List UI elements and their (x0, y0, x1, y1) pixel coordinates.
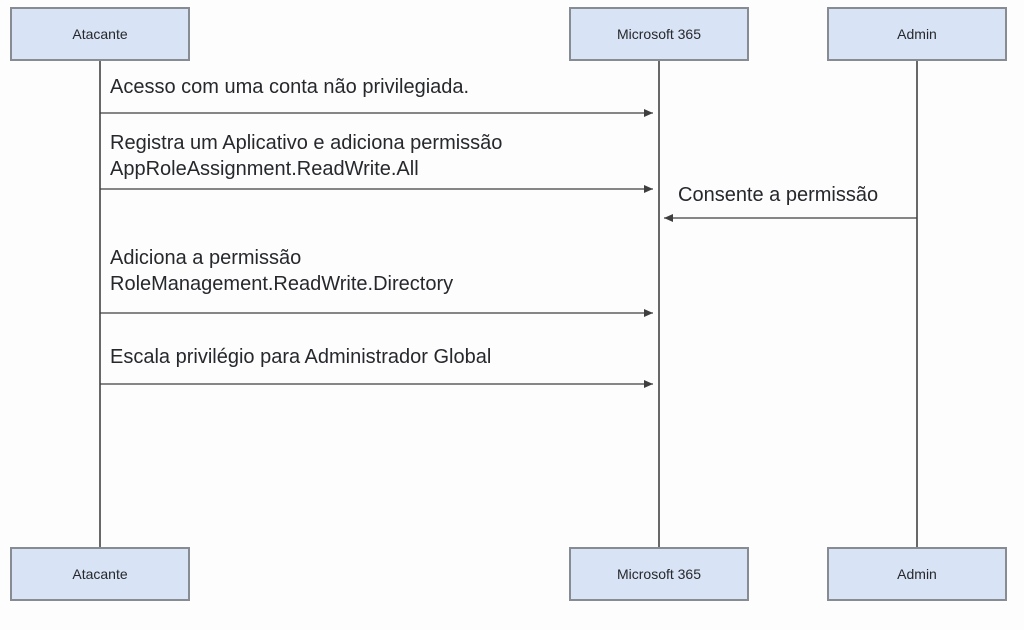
message-label-1: Acesso com uma conta não privilegiada. (110, 74, 469, 100)
actor-label-microsoft365: Microsoft 365 (616, 26, 702, 42)
actor-label-atacante-bottom: Atacante (72, 566, 128, 582)
message-label-2: Registra um Aplicativo e adiciona permis… (110, 130, 502, 182)
actor-box-microsoft365-top: Microsoft 365 (569, 7, 749, 61)
actor-label-microsoft365-bottom: Microsoft 365 (616, 566, 702, 582)
message-2-text-line1: Registra um Aplicativo e adiciona permis… (110, 132, 503, 154)
actor-box-microsoft365-bottom: Microsoft 365 (569, 547, 749, 601)
message-2-text-line2: AppRoleAssignment.ReadWrite.All (110, 158, 419, 180)
actor-label-atacante: Atacante (72, 26, 128, 42)
actor-box-admin-bottom: Admin (827, 547, 1007, 601)
actor-box-atacante-bottom: Atacante (10, 547, 190, 601)
actor-label-admin: Admin (897, 26, 937, 42)
actor-box-atacante-top: Atacante (10, 7, 190, 61)
message-label-5: Escala privilégio para Administrador Glo… (110, 344, 491, 370)
actor-label-admin-bottom: Admin (897, 566, 937, 582)
actor-box-admin-top: Admin (827, 7, 1007, 61)
message-4-text-line1: Adiciona a permissão (110, 247, 302, 269)
message-3-text: Consente a permissão (678, 184, 879, 206)
message-label-3: Consente a permissão (678, 182, 878, 208)
message-5-text: Escala privilégio para Administrador Glo… (110, 346, 492, 368)
message-4-text-line2: RoleManagement.ReadWrite.Directory (110, 273, 454, 295)
message-label-4: Adiciona a permissão RoleManagement.Read… (110, 245, 453, 297)
message-1-text: Acesso com uma conta não privilegiada. (110, 76, 470, 98)
